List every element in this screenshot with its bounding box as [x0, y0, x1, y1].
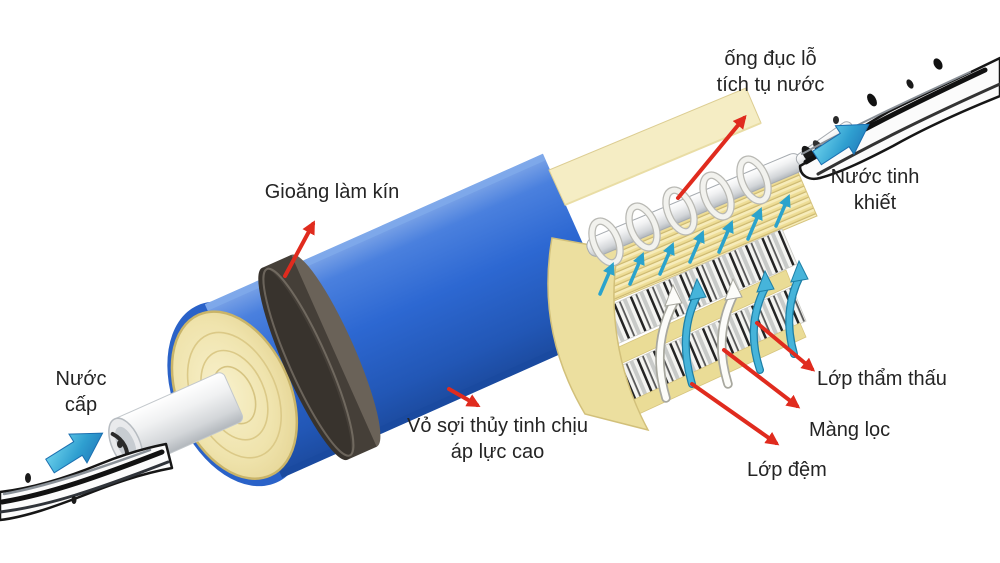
label-shell-line1: Vỏ sợi thủy tinh chịu: [407, 415, 588, 437]
label-perforated-tube: ống đục lỗ tích tụ nước: [688, 46, 853, 98]
feed-water-stream: [0, 440, 174, 522]
annotation-arrows: [283, 114, 816, 446]
rolled-edge-wall: [547, 237, 650, 432]
shell-pointer-arrow: [447, 387, 481, 408]
label-cushion-layer: Lớp đệm: [747, 459, 827, 481]
membrane-pointer-arrow: [722, 348, 801, 409]
label-pure-water-line1: Nước tinh: [830, 166, 920, 188]
pressure-vessel-body: [108, 153, 621, 487]
sealing-gasket-ring: [258, 254, 381, 461]
osmosis-layer-pointer-arrow: [755, 321, 816, 372]
layer-flow-arrows: [655, 259, 809, 403]
label-osmosis-layer: Lớp thẩm thấu: [817, 368, 947, 390]
label-gasket: Gioăng làm kín: [264, 181, 400, 203]
label-pure-water: Nước tinh khiết: [800, 164, 950, 216]
perforated-center-tube: [586, 153, 804, 267]
cushion-pointer-arrow: [690, 382, 780, 446]
label-feed-water: Nước cấp: [25, 366, 137, 418]
feed-flow-arrow: [45, 432, 104, 474]
label-shell-line2: áp lực cao: [450, 441, 545, 463]
label-perforated-tube-line2: tích tụ nước: [716, 74, 825, 96]
label-feed-water-line2: cấp: [64, 394, 98, 416]
permeate-flow-arrows: [598, 193, 791, 296]
perforated-tube-pointer-arrow: [676, 114, 747, 200]
label-filter-membrane: Màng lọc: [809, 419, 891, 441]
membrane-stack: [547, 87, 818, 432]
label-shell: Vỏ sợi thủy tinh chịu áp lực cao: [345, 413, 650, 465]
outlet-flow-arrow: [811, 123, 870, 166]
gasket-pointer-arrow: [283, 220, 315, 278]
label-feed-water-line1: Nước: [55, 368, 107, 390]
label-perforated-tube-line1: ống đục lỗ: [724, 48, 817, 70]
membrane-windings: [588, 155, 772, 267]
label-pure-water-line2: khiết: [853, 192, 897, 214]
